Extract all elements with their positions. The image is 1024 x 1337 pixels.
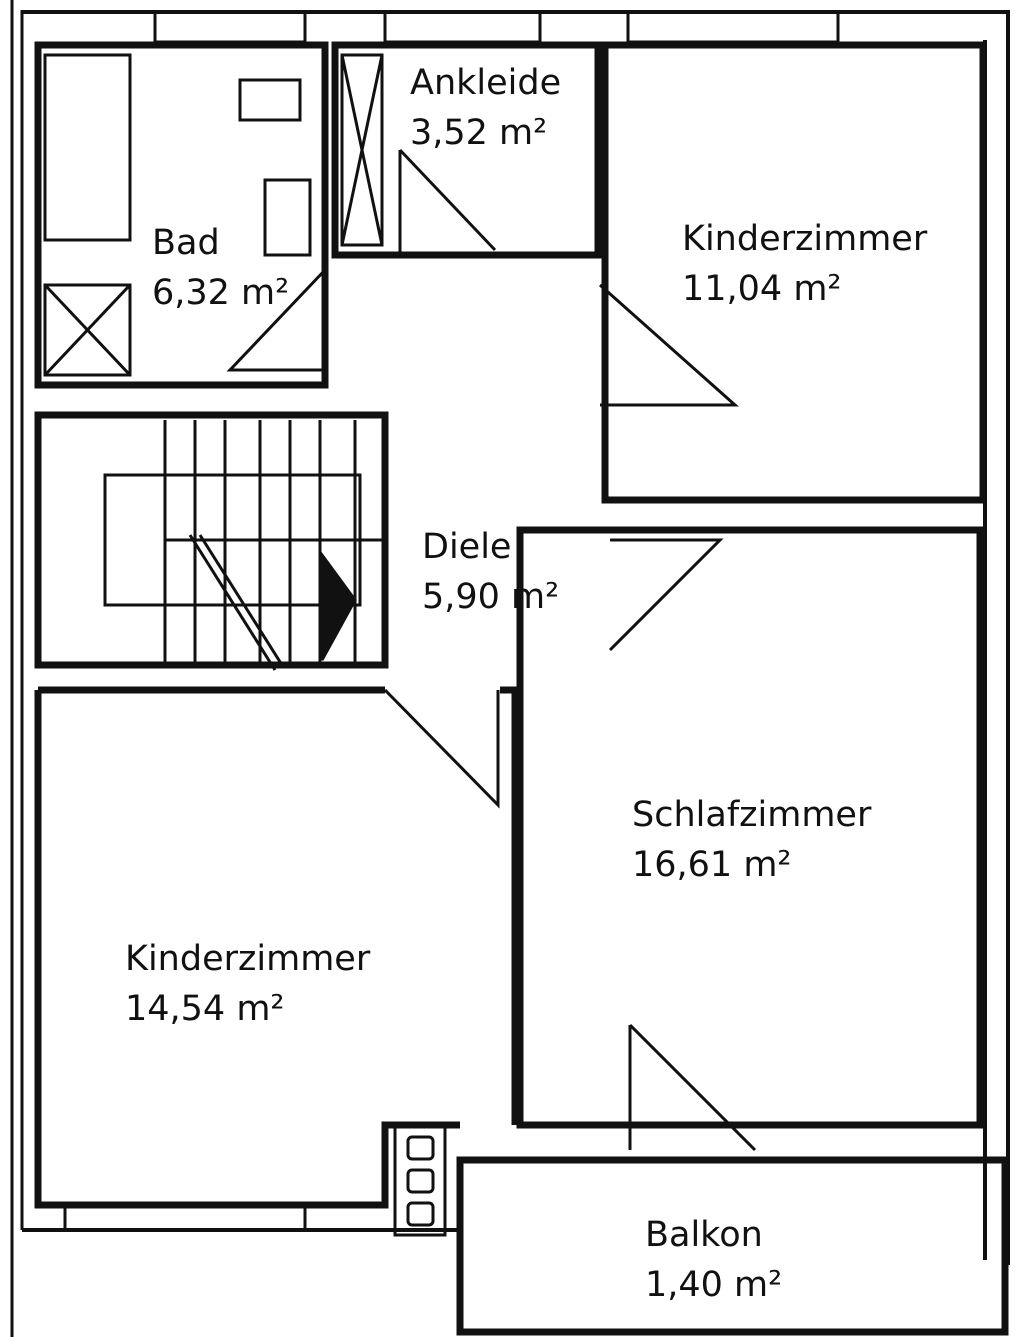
room-area: 3,52 m² — [410, 113, 548, 153]
room-name: Kinderzimmer — [682, 219, 928, 259]
room-label-ankleide: Ankleide 3,52 m² — [410, 58, 561, 158]
room-walls — [34, 41, 1009, 1336]
room-area: 16,61 m² — [632, 845, 792, 885]
room-area: 5,90 m² — [422, 577, 560, 617]
room-label-balkon: Balkon 1,40 m² — [645, 1210, 782, 1310]
staircase — [103, 420, 385, 671]
room-name: Balkon — [645, 1215, 763, 1255]
room-area: 6,32 m² — [152, 273, 290, 313]
door-swings — [226, 148, 757, 1152]
room-area: 11,04 m² — [682, 269, 842, 309]
room-area: 1,40 m² — [645, 1265, 783, 1305]
room-name: Schlafzimmer — [632, 795, 872, 835]
room-label-diele: Diele 5,90 m² — [422, 522, 559, 622]
room-name: Diele — [422, 527, 512, 567]
room-label-schlafzimmer: Schlafzimmer 16,61 m² — [632, 790, 871, 890]
room-name: Bad — [152, 223, 220, 263]
bathroom-fixtures — [43, 53, 384, 377]
room-name: Ankleide — [410, 63, 562, 103]
room-area: 14,54 m² — [125, 989, 285, 1029]
room-name: Kinderzimmer — [125, 939, 371, 979]
room-label-kinderzimmer-1: Kinderzimmer 11,04 m² — [682, 214, 927, 314]
room-label-kinderzimmer-2: Kinderzimmer 14,54 m² — [125, 934, 370, 1034]
chimney — [393, 1123, 447, 1237]
room-label-bad: Bad 6,32 m² — [152, 218, 289, 318]
